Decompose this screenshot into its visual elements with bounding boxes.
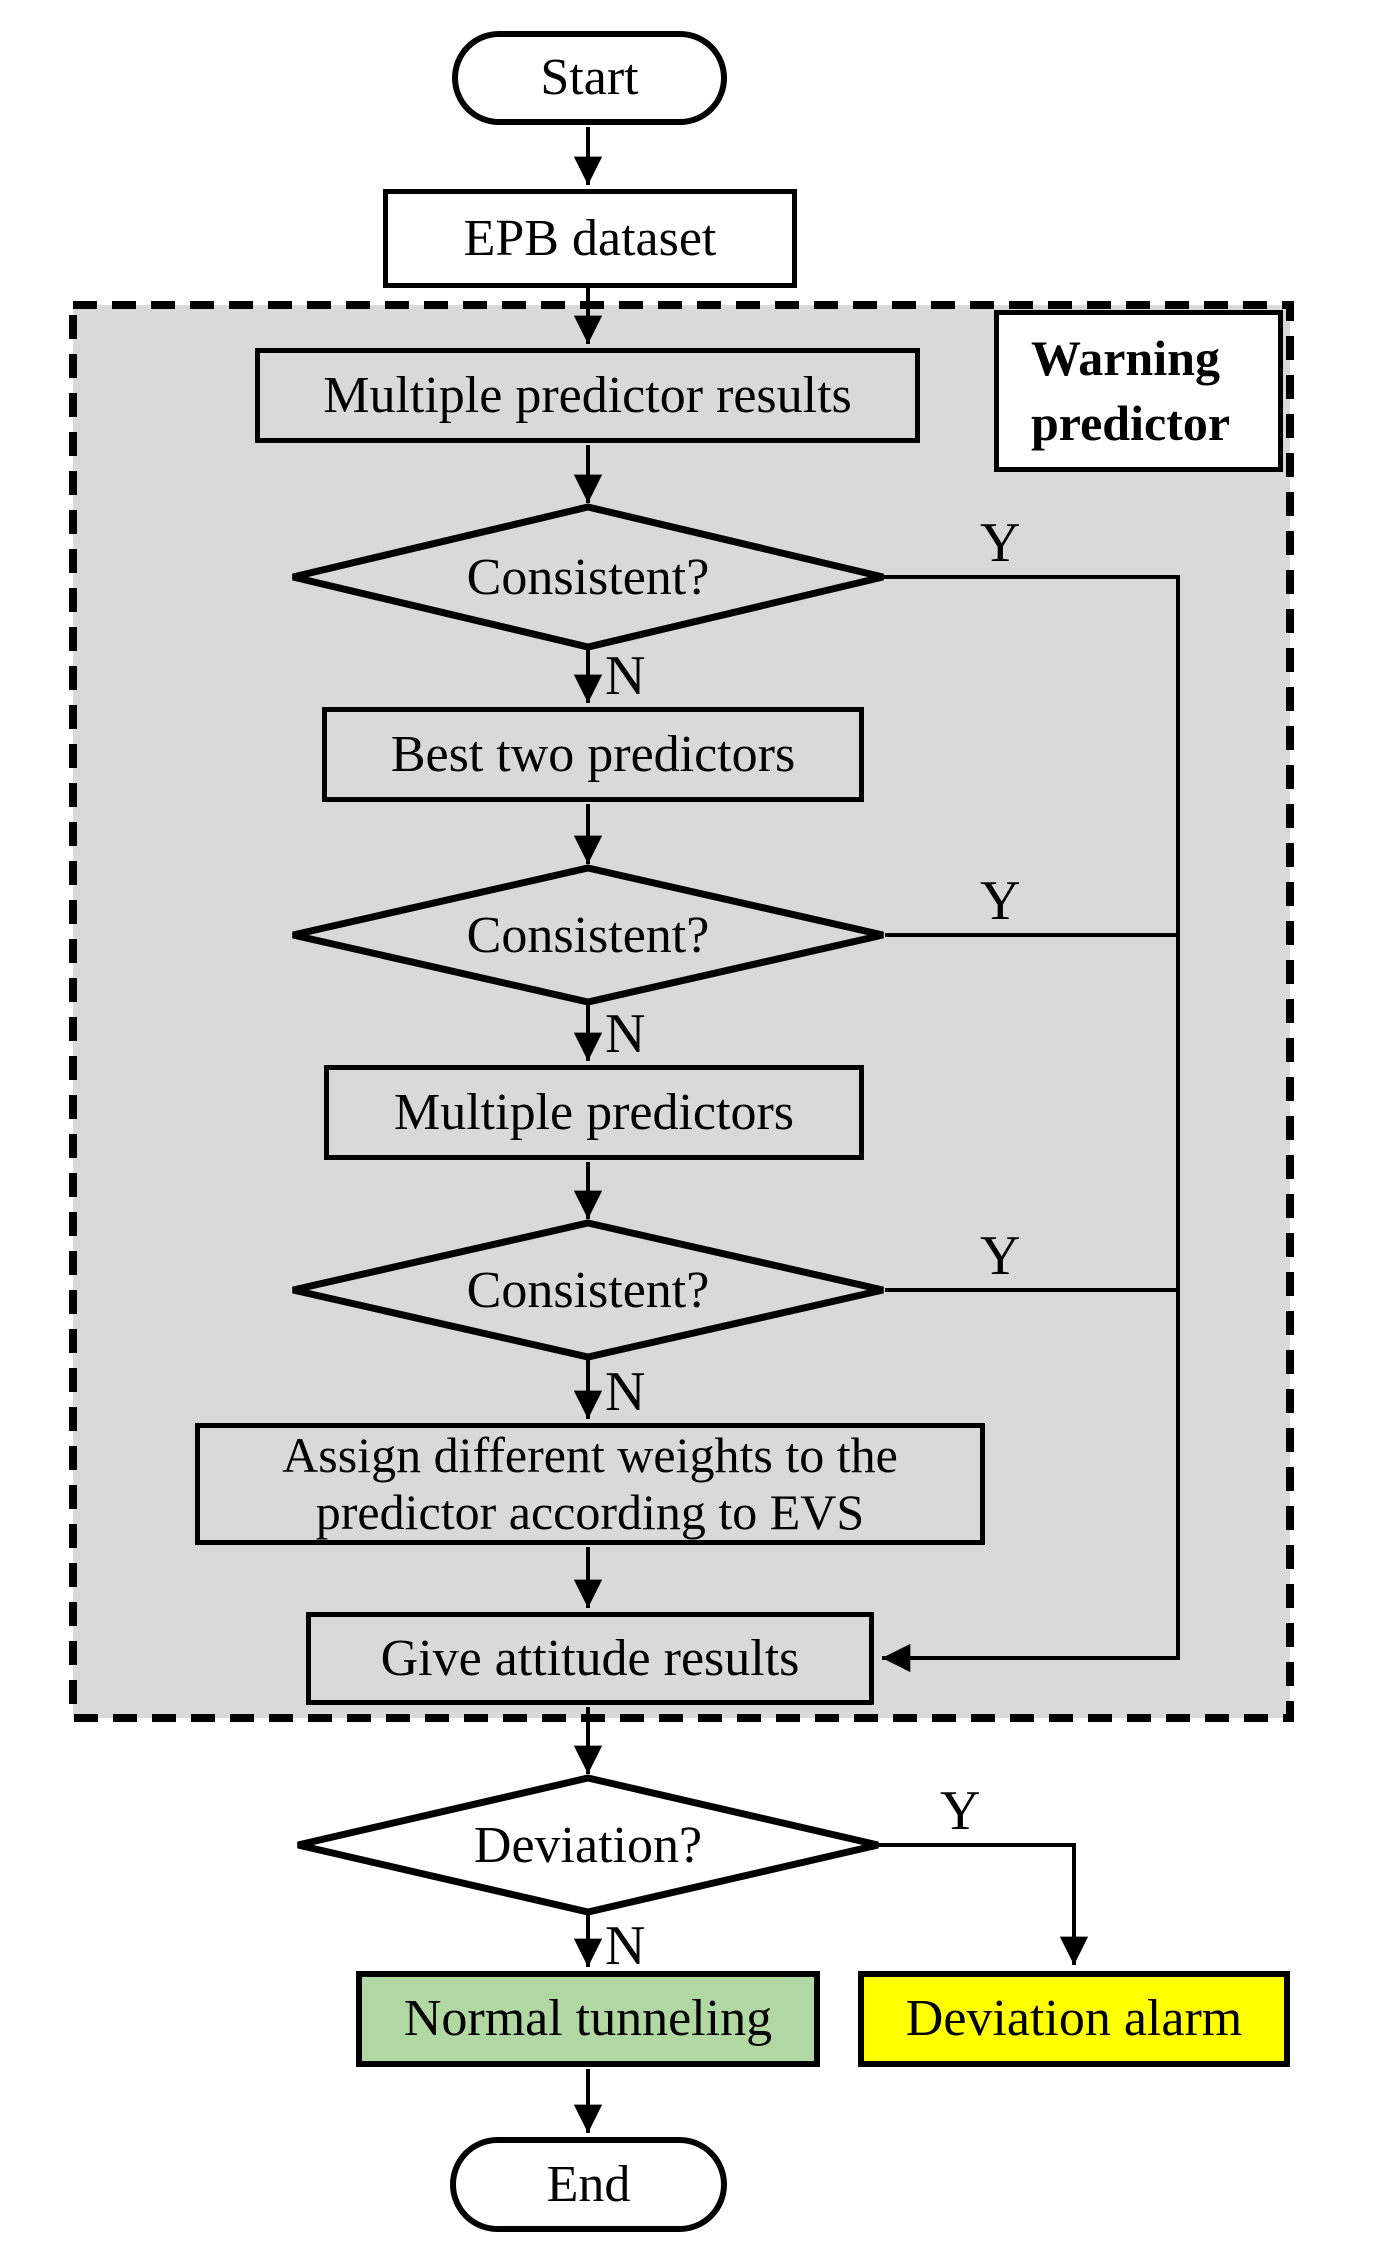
node-assign-weights-label: Assign different weights to the predicto… — [282, 1426, 898, 1541]
node-multiple-predictor-results: Multiple predictor results — [255, 348, 920, 443]
branch-label-consistent-3-yes: Y — [980, 1225, 1021, 1287]
diamond-consistent-2 — [292, 864, 884, 1006]
branch-label-consistent-3-no: N — [605, 1361, 646, 1423]
branch-label-consistent-2-yes: Y — [980, 870, 1021, 932]
diamond-consistent-1-label: Consistent? — [466, 548, 710, 606]
node-normal-tunneling-label: Normal tunneling — [403, 1990, 773, 2048]
diamond-consistent-3-label: Consistent? — [466, 1261, 710, 1319]
node-end: End — [450, 2137, 727, 2232]
node-give-attitude-results: Give attitude results — [306, 1612, 874, 1705]
diamond-consistent-2-label-box: Consistent? — [293, 868, 883, 1002]
node-start-label: Start — [540, 49, 639, 107]
node-best-two-predictors: Best two predictors — [322, 707, 864, 802]
edge-consistent1-yes — [882, 575, 1180, 1673]
node-end-label: End — [546, 2155, 631, 2213]
diamond-consistent-3 — [292, 1219, 884, 1361]
node-deviation-alarm-label: Deviation alarm — [905, 1990, 1243, 2048]
node-give-attitude-results-label: Give attitude results — [380, 1629, 800, 1687]
node-epb-dataset: EPB dataset — [383, 189, 797, 288]
node-best-two-predictors-label: Best two predictors — [390, 725, 796, 783]
diamond-consistent-2-label: Consistent? — [466, 906, 710, 964]
node-assign-weights: Assign different weights to the predicto… — [195, 1423, 985, 1545]
node-epb-dataset-label: EPB dataset — [463, 209, 717, 267]
node-multiple-predictors-label: Multiple predictors — [393, 1083, 795, 1141]
node-multiple-predictors: Multiple predictors — [324, 1065, 864, 1160]
node-start: Start — [452, 31, 727, 125]
branch-label-deviation-yes: Y — [940, 1780, 981, 1842]
branch-label-consistent-2-no: N — [605, 1003, 646, 1065]
diamond-consistent-1 — [292, 503, 884, 651]
node-warning-predictor-label: Warning predictor — [1031, 330, 1231, 451]
edge-deviation-yes — [878, 1843, 1089, 1965]
node-warning-predictor: Warning predictor — [994, 310, 1283, 472]
node-normal-tunneling: Normal tunneling — [356, 1971, 820, 2067]
node-multiple-predictor-results-label: Multiple predictor results — [323, 366, 852, 424]
diamond-deviation-label: Deviation? — [473, 1816, 703, 1874]
diamond-consistent-3-label-box: Consistent? — [293, 1223, 883, 1357]
diamond-deviation — [297, 1774, 879, 1916]
diamond-deviation-label-box: Deviation? — [298, 1778, 878, 1912]
branch-label-deviation-no: N — [605, 1915, 646, 1977]
branch-label-consistent-1-yes: Y — [980, 512, 1021, 574]
node-deviation-alarm: Deviation alarm — [858, 1971, 1290, 2067]
branch-label-consistent-1-no: N — [605, 645, 646, 707]
diamond-consistent-1-label-box: Consistent? — [293, 507, 883, 647]
